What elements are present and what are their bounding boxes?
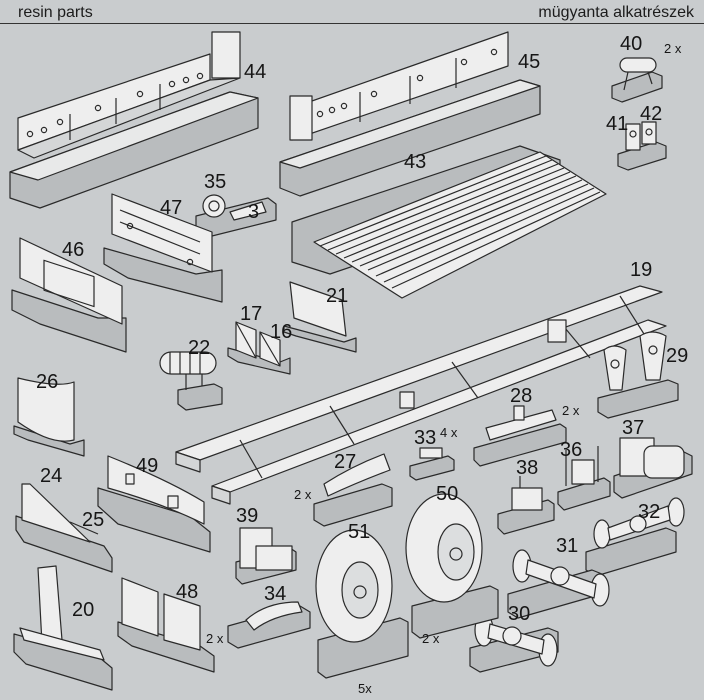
part-46-drawing: [11, 237, 127, 353]
part-26-drawing: [13, 377, 85, 457]
part-number-43: 43: [404, 151, 427, 173]
part-30-drawing: [469, 613, 559, 673]
part-quantity-48: 2 x: [206, 631, 224, 646]
part-number-46: 46: [62, 239, 85, 261]
part-36-drawing: [557, 446, 611, 511]
part-number-39: 39: [236, 505, 259, 527]
part-number-44: 44: [244, 61, 267, 83]
part-number-21: 21: [326, 285, 349, 307]
part-19-drawing: [175, 285, 667, 505]
part-number-17: 17: [240, 303, 263, 325]
part-quantity-50: 2 x: [422, 631, 440, 646]
part-number-20: 20: [72, 599, 95, 621]
part-number-47: 47: [160, 197, 183, 219]
part-quantity-33: 4 x: [440, 425, 458, 440]
part-number-45: 45: [518, 51, 541, 73]
part-number-40: 40: [620, 33, 643, 55]
part-number-29: 29: [666, 345, 689, 367]
part-number-32: 32: [638, 501, 661, 523]
part-number-38: 38: [516, 457, 539, 479]
part-number-31: 31: [556, 535, 579, 557]
part-number-51: 51: [348, 521, 371, 543]
part-24-25-drawing: [15, 483, 113, 573]
part-number-33: 33: [414, 427, 437, 449]
part-27-drawing: [313, 453, 393, 527]
part-41-42-drawing: [617, 121, 667, 171]
part-quantity-51: 5x: [358, 681, 372, 696]
part-number-25: 25: [82, 509, 105, 531]
part-51-drawing: [315, 529, 409, 679]
part-29-drawing: [597, 331, 679, 419]
part-number-41: 41: [606, 113, 629, 135]
part-number-28: 28: [510, 385, 533, 407]
part-number-3: 3: [248, 201, 260, 223]
part-number-19: 19: [630, 259, 653, 281]
part-43-drawing: [291, 145, 607, 299]
part-number-16: 16: [270, 321, 293, 343]
part-quantity-27: 2 x: [294, 487, 312, 502]
header-divider: [0, 23, 704, 24]
header-right-title: mügyanta alkatrészek: [538, 4, 694, 21]
part-48-drawing: [117, 577, 215, 673]
part-number-50: 50: [436, 483, 459, 505]
part-number-49: 49: [136, 455, 159, 477]
part-38-drawing: [497, 476, 555, 535]
part-quantity-28: 2 x: [562, 403, 580, 418]
part-28-drawing: [473, 405, 567, 467]
part-40-drawing: [611, 57, 663, 103]
part-49-drawing: [97, 455, 211, 553]
part-22-drawing: [159, 351, 223, 411]
part-45-drawing: [279, 31, 541, 197]
part-37-drawing: [613, 437, 693, 499]
part-number-30: 30: [508, 603, 531, 625]
part-number-26: 26: [36, 371, 59, 393]
part-number-34: 34: [264, 583, 287, 605]
part-number-42: 42: [640, 103, 663, 125]
part-34-drawing: [227, 601, 311, 649]
part-17-16-drawing: [227, 321, 291, 375]
part-20-drawing: [13, 565, 113, 691]
part-39-drawing: [235, 527, 297, 585]
part-number-27: 27: [334, 451, 357, 473]
part-number-22: 22: [188, 337, 211, 359]
part-number-37: 37: [622, 417, 645, 439]
part-number-24: 24: [40, 465, 63, 487]
part-33-drawing: [409, 447, 455, 481]
part-21-drawing: [283, 281, 357, 353]
part-44-drawing: [9, 31, 259, 209]
part-35-3-drawing: [195, 194, 277, 239]
part-32-drawing: [585, 497, 685, 577]
part-number-48: 48: [176, 581, 199, 603]
part-50-drawing: [405, 493, 499, 639]
part-number-36: 36: [560, 439, 583, 461]
part-31-drawing: [507, 549, 610, 619]
part-number-35: 35: [204, 171, 227, 193]
part-quantity-40: 2 x: [664, 41, 682, 56]
part-47-drawing: [103, 193, 223, 303]
header-left-title: resin parts: [18, 4, 93, 21]
